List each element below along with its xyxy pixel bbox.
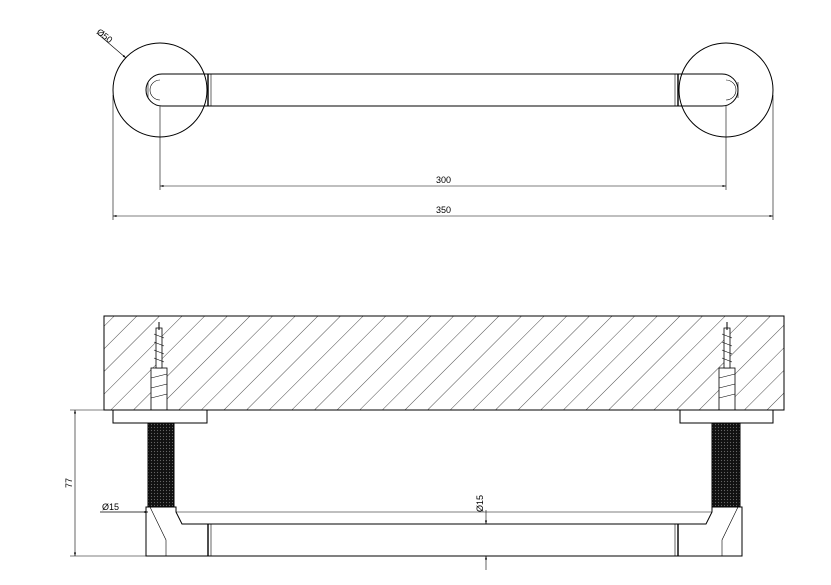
center-distance-label: 300 — [436, 175, 451, 185]
right-rosette-side — [679, 409, 774, 424]
towel-bar-top — [145, 73, 739, 107]
top-view: Ø50 300 350 — [95, 27, 774, 220]
overall-length-label: 350 — [436, 205, 451, 215]
post-diameter-label: Ø15 — [102, 502, 119, 512]
projection-label: 77 — [64, 478, 74, 488]
left-wall-anchor — [150, 322, 168, 411]
left-rosette-side — [112, 409, 208, 424]
projection-dimension: 77 — [64, 409, 146, 557]
bar-diameter-label: Ø15 — [475, 495, 485, 512]
center-distance-dimension: 300 — [159, 106, 727, 190]
rosette-diameter-label: Ø50 — [95, 27, 115, 45]
towel-bar-side — [145, 506, 743, 557]
left-post — [147, 422, 175, 508]
section-view: 77 Ø15 Ø15 — [64, 315, 785, 570]
right-post — [711, 422, 741, 508]
overall-length-dimension: 350 — [112, 95, 774, 220]
post-diameter-dimension: Ø15 — [100, 502, 148, 514]
wall-section — [103, 315, 785, 411]
bar-diameter-dimension: Ø15 — [475, 495, 488, 570]
rosette-diameter-dimension: Ø50 — [95, 27, 127, 59]
